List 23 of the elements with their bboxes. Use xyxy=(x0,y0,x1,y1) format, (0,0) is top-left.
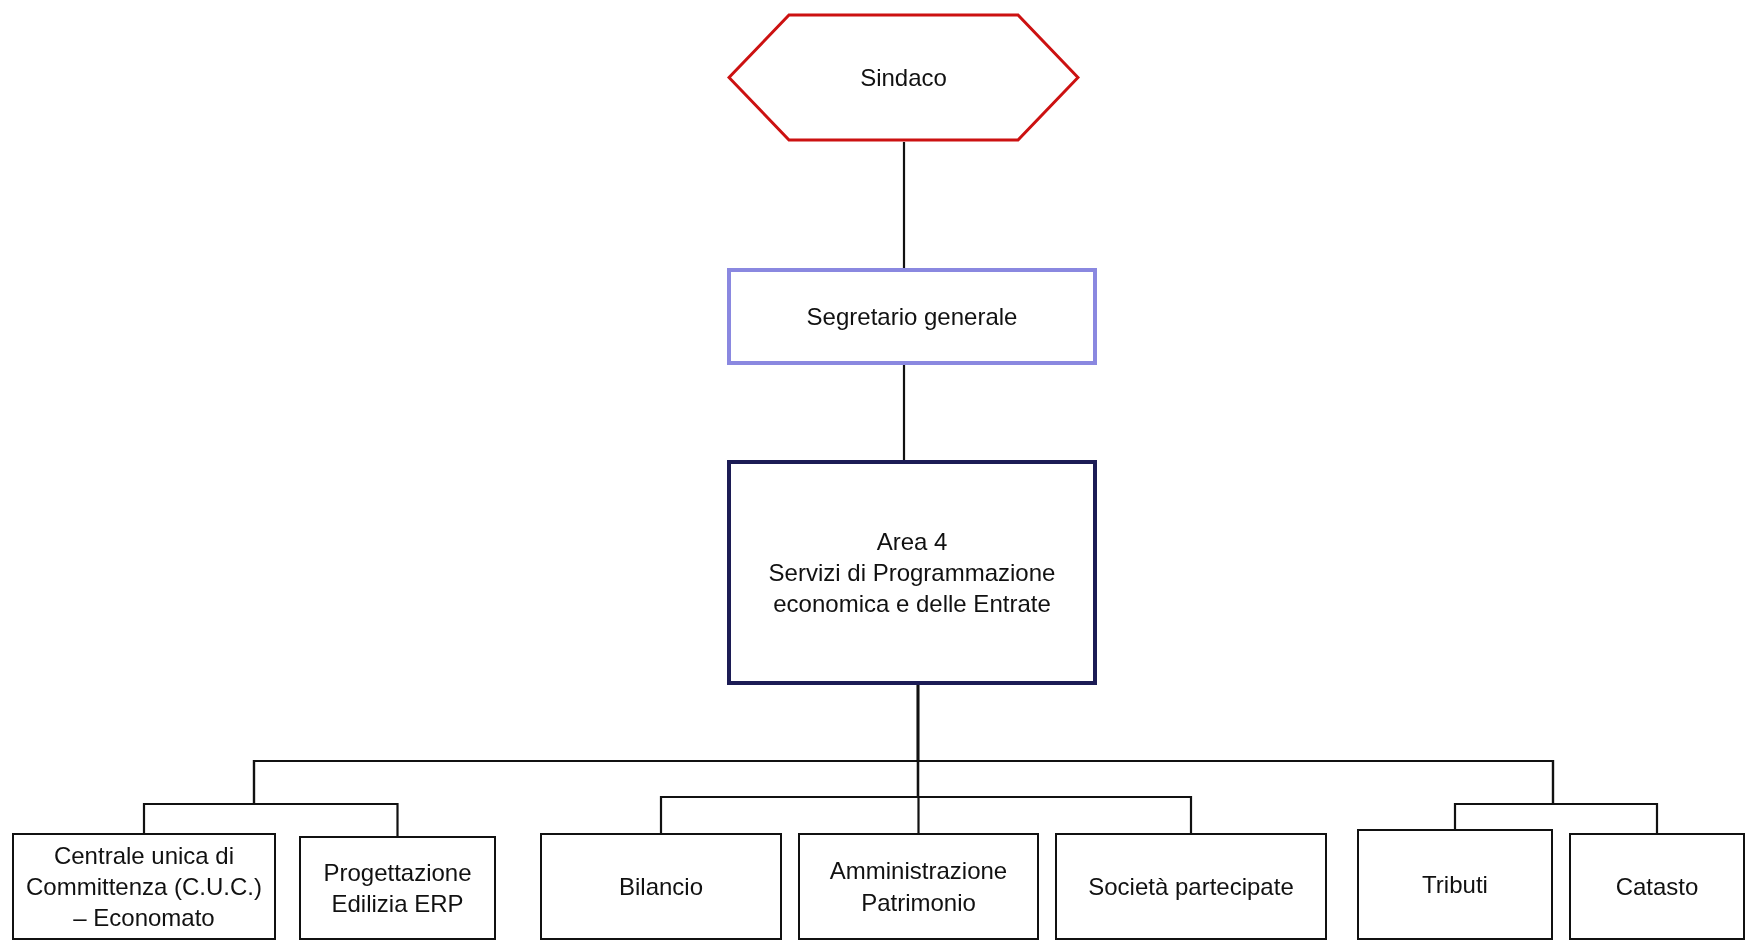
box-label: Tributi xyxy=(1421,869,1489,900)
connector-line xyxy=(902,142,906,268)
connector-line xyxy=(902,365,906,460)
org-box xyxy=(1055,833,1327,940)
org-box xyxy=(727,460,1097,685)
org-box xyxy=(299,836,496,940)
box-label: Servizi di Programmazione economica e delle Entrate xyxy=(767,557,1057,620)
box-label: Progettazione Edilizia ERP xyxy=(322,857,473,919)
box-label: Segretario generale xyxy=(805,301,1019,332)
box-label: Catasto xyxy=(1614,871,1700,902)
box-label: Centrale unica di Committenza (C.U.C.) – Economato xyxy=(25,840,263,934)
org-box xyxy=(12,833,276,940)
box-label: Società partecipate xyxy=(1087,871,1295,902)
box-label: Amministrazione Patrimonio xyxy=(828,856,1009,918)
org-box xyxy=(798,833,1039,940)
org-box xyxy=(727,268,1097,365)
org-box xyxy=(1357,829,1553,940)
box-label: Bilancio xyxy=(617,871,704,902)
connector-line xyxy=(916,685,1659,833)
org-box xyxy=(1569,833,1745,940)
box-label: Sindaco xyxy=(859,62,948,93)
box-label: Area 4 xyxy=(875,526,949,557)
org-box xyxy=(540,833,782,940)
